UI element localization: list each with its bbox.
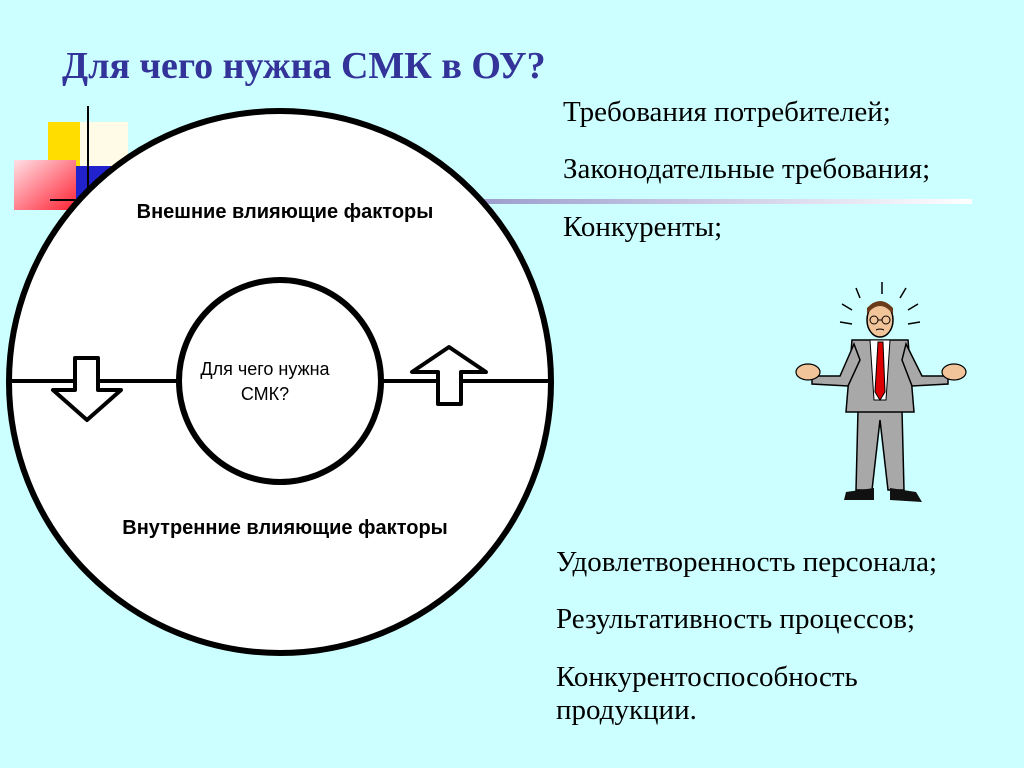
deco-gradient-line [460, 199, 972, 204]
confused-man-figure [795, 282, 967, 502]
list-item: Законодательные требования; [563, 153, 931, 186]
external-factors-list: Требования потребителей; Законодательные… [563, 96, 930, 268]
internal-factors-label: Внутренние влияющие факторы [122, 517, 448, 539]
list-item: Конкурентоспособность продукции. [556, 660, 858, 727]
inner-circle [176, 277, 384, 485]
list-item: Конкуренты; [563, 210, 723, 243]
deco-yellow-square [48, 122, 80, 166]
up-arrow-icon [410, 345, 488, 406]
list-item: Требования потребителей; [563, 96, 891, 128]
down-arrow-icon [51, 356, 123, 422]
external-factors-label: Внешние влияющие факторы [136, 201, 434, 223]
center-question-label: Для чего нужна СМК? [200, 359, 330, 405]
list-item: Удовлетворенность персонала; [556, 546, 938, 578]
internal-factors-list: Удовлетворенность персонала; Результатив… [556, 546, 937, 751]
list-item: Результативность процессов; [556, 603, 916, 636]
page-title: Для чего нужна СМК в ОУ? [62, 45, 546, 87]
deco-red-square [14, 160, 76, 210]
